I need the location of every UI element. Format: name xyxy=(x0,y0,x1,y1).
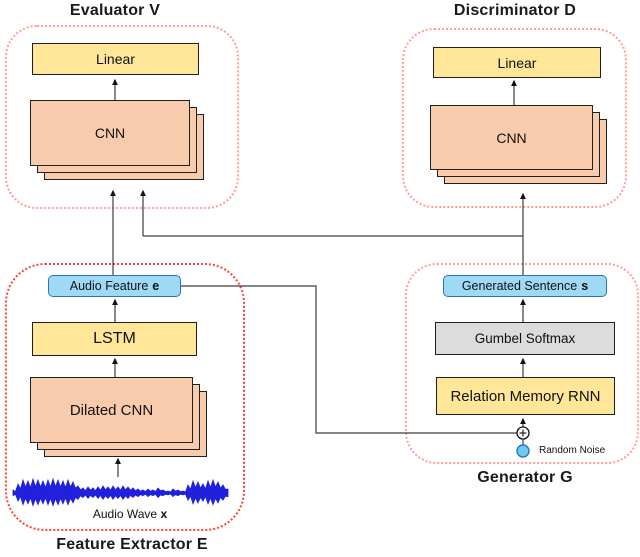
audio-wave-label: Audio Wave x xyxy=(92,507,168,521)
gumbel-softmax-box: Gumbel Softmax xyxy=(435,322,615,355)
evaluator-title: Evaluator V xyxy=(69,2,161,19)
evaluator-linear-box: Linear xyxy=(32,43,199,75)
audio-feature-label: Audio Feature xyxy=(69,279,149,293)
random-noise-label: Random Noise xyxy=(539,445,606,456)
audio-feature-box: Audio Feature e xyxy=(48,275,181,297)
audio-feature-symbol: e xyxy=(152,279,160,293)
evaluator-container xyxy=(5,25,239,209)
feature-extractor-title: Feature Extractor E xyxy=(56,536,208,553)
relation-memory-rnn-box: Relation Memory RNN xyxy=(436,377,615,415)
audio-wave-symbol: x xyxy=(160,507,168,521)
generated-sentence-symbol: s xyxy=(581,279,589,293)
discriminator-container xyxy=(402,28,627,208)
discriminator-title: Discriminator D xyxy=(453,2,577,19)
generator-title: Generator G xyxy=(477,469,573,486)
discriminator-linear-box: Linear xyxy=(433,47,601,78)
generated-sentence-label: Generated Sentence xyxy=(461,279,578,293)
discriminator-cnn-box: CNN xyxy=(430,105,593,170)
lstm-box: LSTM xyxy=(32,322,197,356)
dilated-cnn-box: Dilated CNN xyxy=(30,377,193,443)
evaluator-cnn-box: CNN xyxy=(30,100,190,166)
generated-sentence-box: Generated Sentence s xyxy=(443,275,607,297)
